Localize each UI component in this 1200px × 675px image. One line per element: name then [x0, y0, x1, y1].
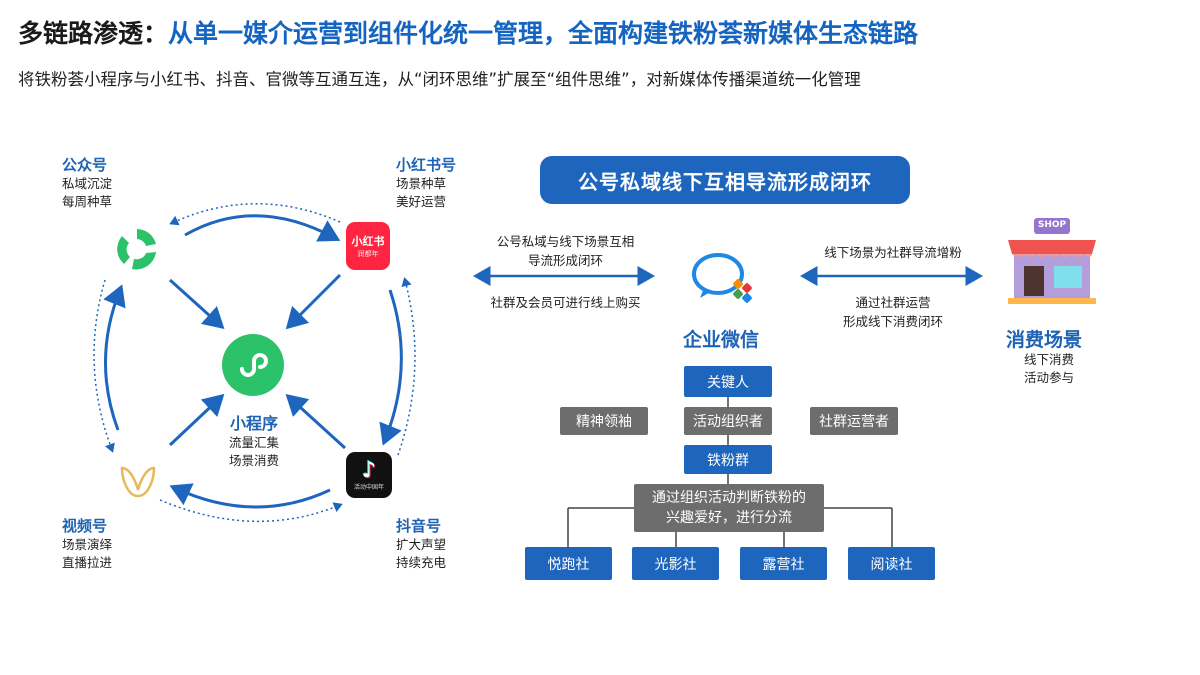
right-arrow-label-bottom-line1: 通过社群运营: [855, 295, 931, 310]
community-operator-box: 社群运营者: [810, 407, 898, 435]
video-desc-2: 直播拉进: [62, 555, 113, 570]
page-subtitle: 将铁粉荟小程序与小红书、抖音、官微等互通互连，从“闭环思维”扩展至“组件思维”，…: [18, 70, 861, 89]
xiaohongshu-logo-sub: 润都年: [357, 250, 379, 258]
arc-right: [379, 289, 403, 446]
dotted-top: [169, 203, 341, 226]
miniprogram-desc-2: 场景消费: [228, 453, 279, 468]
left-arrow-label-top: 公号私域与线下场景互相 导流形成闭环: [483, 232, 648, 270]
arc-bottom: [169, 483, 331, 509]
miniprogram-name: 小程序: [229, 414, 278, 433]
douyin-logo-sub: 活动中国年: [353, 483, 384, 491]
dotted-left: [93, 279, 115, 453]
club-running-box: 悦跑社: [525, 547, 612, 580]
xiaohongshu-desc-2: 美好运营: [396, 194, 447, 209]
dotted-bottom: [159, 499, 343, 522]
xiaohongshu-label-group: 小红书号 场景种草 美好运营: [396, 154, 456, 211]
video-name: 视频号: [62, 517, 108, 535]
arrow-douyin-to-mini: [285, 393, 347, 450]
wechat-label-group: 公众号 私域沉淀 每周种草: [62, 154, 112, 211]
right-arrow-label-bottom: 通过社群运营 形成线下消费闭环: [818, 293, 968, 331]
arrow-video-to-mini: [168, 393, 225, 447]
wecom-label: 企业微信: [683, 329, 760, 351]
arc-top: [184, 214, 341, 242]
left-arrow-label-top-line1: 公号私域与线下场景互相: [496, 234, 635, 249]
wechat-desc-1: 私域沉淀: [62, 176, 113, 191]
xiaohongshu-icon: 小红书 润都年: [346, 222, 390, 270]
right-arrow-label-top: 线下场景为社群导流增粉: [824, 245, 962, 260]
video-channel-icon: [118, 462, 158, 502]
right-arrow-label-bottom-line2: 形成线下消费闭环: [842, 314, 943, 329]
store-desc-2: 活动参与: [1024, 370, 1075, 385]
wecom-icon: [690, 250, 762, 308]
store-label: 消费场景: [1006, 329, 1083, 351]
club-photography-box: 光影社: [632, 547, 719, 580]
fan-group-box: 铁粉群: [684, 445, 772, 474]
left-arrow-label-bottom: 社群及会员可进行线上购买: [490, 295, 641, 310]
video-label-group: 视频号 场景演绎 直播拉进: [62, 515, 112, 572]
dotted-right: [397, 277, 416, 456]
shop-icon: SHOP: [1004, 218, 1100, 306]
xiaohongshu-name: 小红书号: [396, 156, 457, 174]
miniprogram-desc-1: 流量汇集: [228, 435, 279, 450]
douyin-icon: ♪ 活动中国年: [346, 452, 392, 498]
spiritual-leader-box: 精神领袖: [560, 407, 648, 435]
wechat-desc-2: 每周种草: [62, 194, 113, 209]
store-desc-group: 线下消费 活动参与: [1024, 351, 1074, 387]
page-title: 多链路渗透：从单一媒介运营到组件化统一管理，全面构建铁粉荟新媒体生态链路: [18, 14, 918, 50]
douyin-label-group: 抖音号 扩大声望 持续充电: [396, 515, 446, 572]
diversion-note-line1: 通过组织活动判断铁粉的: [652, 490, 806, 506]
org-connectors: [567, 397, 893, 547]
arrow-wechat-to-mini: [168, 278, 225, 330]
arrow-xhs-to-mini: [285, 273, 342, 330]
activity-organizer-box: 活动组织者: [684, 407, 772, 435]
store-desc-1: 线下消费: [1024, 352, 1075, 367]
key-person-box: 关键人: [684, 366, 772, 397]
shop-sign-text: SHOP: [1037, 220, 1067, 230]
wechat-name: 公众号: [62, 156, 108, 174]
closed-loop-banner: 公号私域线下互相导流形成闭环: [540, 156, 910, 204]
left-arrow-label-top-line2: 导流形成闭环: [527, 253, 603, 268]
douyin-name: 抖音号: [396, 517, 442, 535]
xiaohongshu-logo-text: 小红书: [351, 235, 385, 248]
xiaohongshu-desc-1: 场景种草: [396, 176, 447, 191]
wechat-official-icon: [112, 224, 162, 274]
diversion-note-line2: 兴趣爱好，进行分流: [666, 510, 792, 526]
title-main: 从单一媒介运营到组件化统一管理，全面构建铁粉荟新媒体生态链路: [168, 19, 919, 48]
diversion-note-box: 通过组织活动判断铁粉的 兴趣爱好，进行分流: [634, 484, 824, 532]
douyin-desc-1: 扩大声望: [396, 537, 447, 552]
douyin-note-glyph: ♪: [361, 457, 377, 483]
title-prefix: 多链路渗透：: [18, 19, 169, 48]
miniprogram-label-group: 小程序 流量汇集 场景消费: [224, 410, 284, 470]
miniprogram-icon: [222, 334, 284, 396]
club-reading-box: 阅读社: [848, 547, 935, 580]
douyin-desc-2: 持续充电: [396, 555, 447, 570]
arc-left: [103, 284, 126, 431]
club-camping-box: 露营社: [740, 547, 827, 580]
video-desc-1: 场景演绎: [62, 537, 113, 552]
